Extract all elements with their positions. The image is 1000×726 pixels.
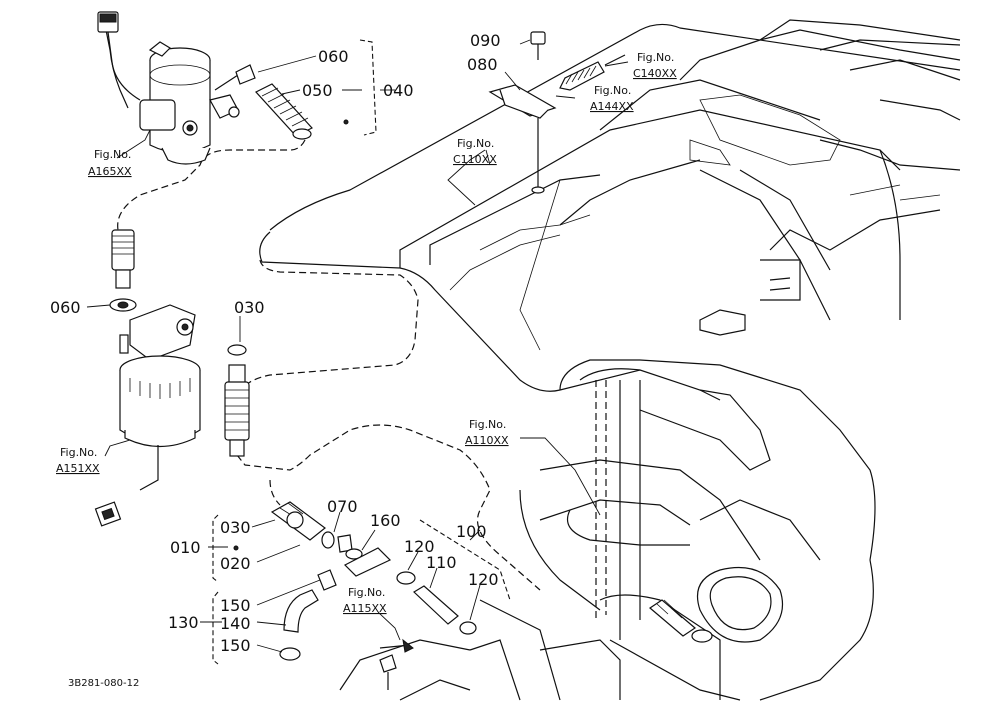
group-brackets: [212, 39, 511, 665]
engine-hose: [649, 599, 713, 643]
part-label-110: 110: [426, 553, 457, 572]
fig-ref-a144-title: Fig.No.: [594, 84, 631, 97]
fig-ref-a115-title: Fig.No.: [348, 586, 385, 599]
part-label-120-b: 120: [468, 570, 499, 589]
part-label-020: 020: [220, 554, 251, 573]
fig-ref-a151-code: A151XX: [56, 462, 100, 475]
leader-lines: [86, 39, 629, 653]
part-label-080: 080: [467, 55, 498, 74]
part-label-030-mid: 030: [220, 518, 251, 537]
hose-050-assembly: [235, 64, 313, 140]
fig-ref-a115-code: A115XX: [343, 602, 387, 615]
fuel-lines: [117, 139, 541, 591]
hose-030-assembly: [224, 344, 250, 457]
part-number-labels: 060 050 040 060 030 090 080 010 030 020 …: [50, 31, 501, 655]
part-label-160: 160: [370, 511, 401, 530]
part-label-050: 050: [302, 81, 333, 100]
ref-dot-010: [233, 545, 239, 551]
fig-ref-a165-code: A165XX: [88, 165, 132, 178]
part-label-060-left: 060: [50, 298, 81, 317]
part-label-090: 090: [470, 31, 501, 50]
part-label-060-top: 060: [318, 47, 349, 66]
part-label-120-a: 120: [404, 537, 435, 556]
fig-ref-c140-title: Fig.No.: [637, 51, 674, 64]
drawing-code: 3B281-080-12: [68, 678, 139, 689]
part-label-140: 140: [220, 614, 251, 633]
fuel-pump-assembly: [97, 11, 240, 165]
machine-frame: [259, 19, 961, 701]
fig-ref-a110-code: A110XX: [465, 434, 509, 447]
bracket-080-assembly: [488, 31, 626, 194]
fig-ref-a151-title: Fig.No.: [60, 446, 97, 459]
fig-ref-a144-code: A144XX: [590, 100, 634, 113]
fig-ref-c110-code: C110XX: [453, 153, 497, 166]
fig-ref-c140-code: C140XX: [633, 67, 677, 80]
part-label-040: 040: [383, 81, 414, 100]
fig-ref-a110-title: Fig.No.: [469, 418, 506, 431]
fig-ref-a165-title: Fig.No.: [94, 148, 131, 161]
figure-reference-labels: Fig.No. A165XX Fig.No. A151XX Fig.No. C1…: [56, 51, 677, 615]
part-label-030-top: 030: [234, 298, 265, 317]
part-label-100: 100: [456, 522, 487, 541]
part-label-130: 130: [168, 613, 199, 632]
part-label-070: 070: [327, 497, 358, 516]
hose-left-assembly: [109, 229, 137, 312]
ref-dot-040: [343, 119, 349, 125]
part-label-150-a: 150: [220, 596, 251, 615]
part-label-150-b: 150: [220, 636, 251, 655]
fig-ref-c110-title: Fig.No.: [457, 137, 494, 150]
part-label-010: 010: [170, 538, 201, 557]
lower-fitting-assembly: [270, 501, 477, 690]
fuel-filter-assembly: [94, 304, 201, 527]
